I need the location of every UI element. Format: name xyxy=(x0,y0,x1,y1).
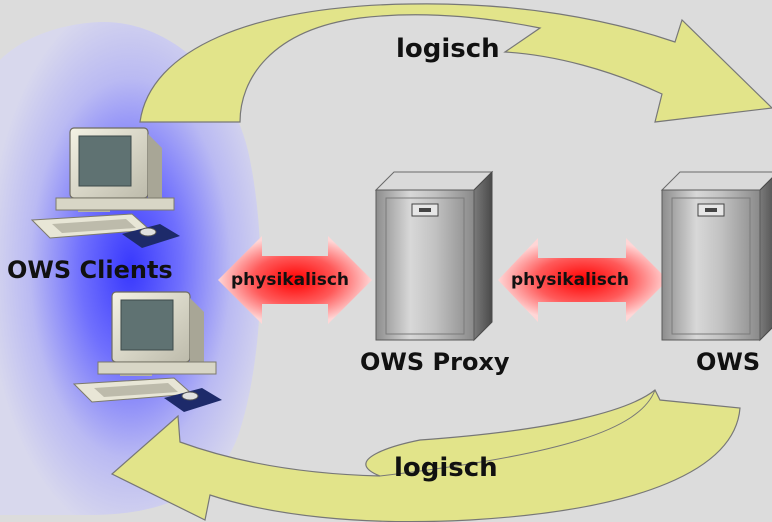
logical-arrow-top xyxy=(139,3,772,123)
server-tower-icon xyxy=(660,171,772,342)
logical-label-top: logisch xyxy=(396,34,500,64)
desktop-computer-icon xyxy=(30,127,180,248)
logical-label-bottom: logisch xyxy=(394,453,498,483)
physical-arrow-right xyxy=(498,238,668,322)
clients-label: OWS Clients xyxy=(7,256,173,284)
server-tower-icon xyxy=(374,170,494,342)
physical-label-right: physikalisch xyxy=(511,270,630,290)
desktop-computer-icon xyxy=(72,291,222,412)
logical-arrow-bottom xyxy=(110,389,741,522)
logical-arrow-bottom-inner-edge xyxy=(379,389,656,477)
proxy-label: OWS Proxy xyxy=(360,348,510,376)
physical-label-left: physikalisch xyxy=(231,270,350,290)
physical-arrow-left xyxy=(218,236,372,324)
server-label: OWS xyxy=(696,348,761,376)
